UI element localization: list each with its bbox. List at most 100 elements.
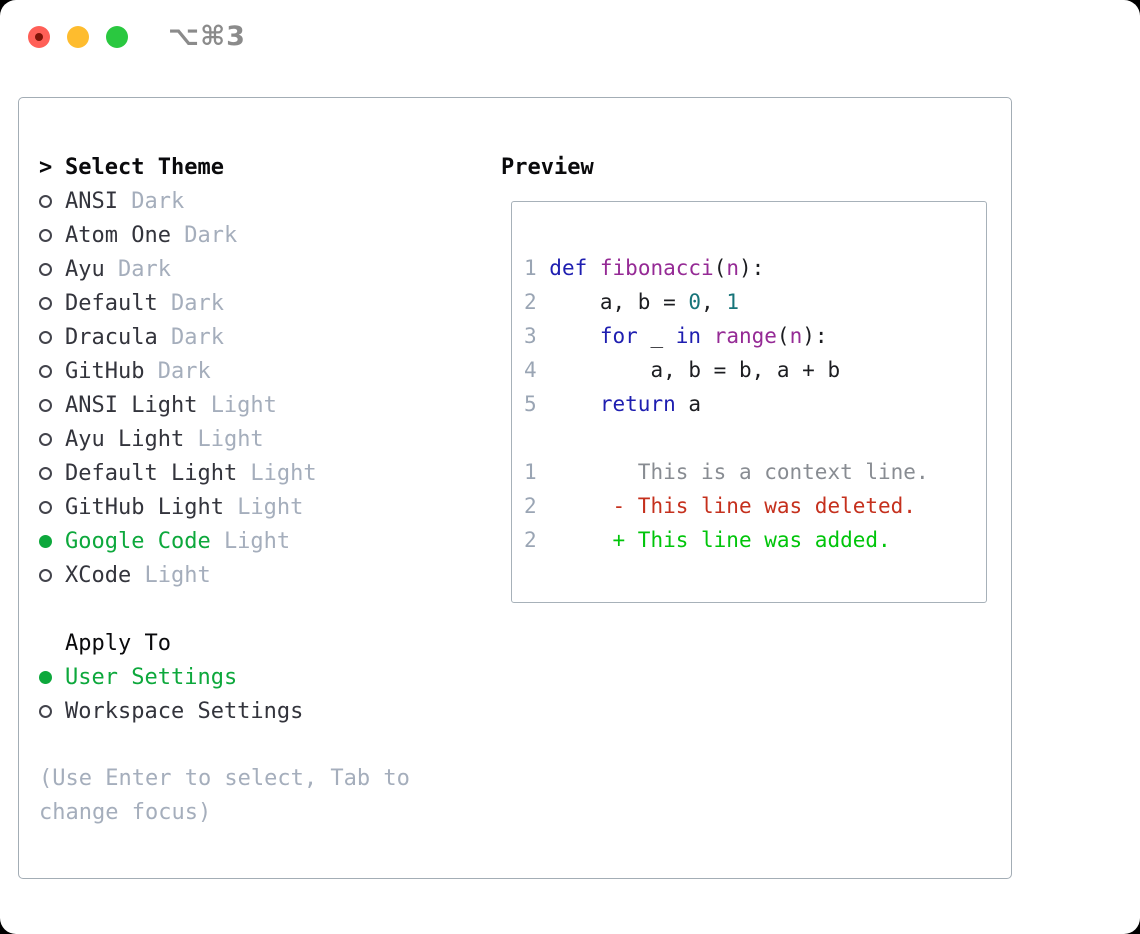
code-token: _: [637, 324, 676, 348]
code-token: def: [549, 256, 588, 280]
line-number: 2: [524, 290, 550, 314]
theme-kind-badge: Dark: [117, 256, 171, 282]
theme-kind-badge: Light: [223, 528, 291, 554]
preview-title: Preview: [501, 154, 594, 180]
theme-option-atom-one[interactable]: Atom One Dark: [39, 218, 410, 252]
theme-option-dracula[interactable]: Dracula Dark: [39, 320, 410, 354]
radio-icon: [39, 568, 52, 582]
code-token: ):: [739, 256, 765, 280]
radio-icon: [39, 296, 52, 310]
theme-option-default[interactable]: Default Dark: [39, 286, 410, 320]
theme-kind-badge: Dark: [170, 324, 224, 350]
radio-icon: [39, 262, 52, 276]
line-number: 2: [524, 528, 550, 552]
theme-name: Google Code: [65, 528, 211, 554]
theme-kind-badge: Light: [250, 460, 317, 486]
code-token: [549, 528, 612, 552]
code-token: - This line was deleted.: [612, 494, 916, 518]
theme-kind-badge: Dark: [131, 188, 185, 214]
code-line: 5 return a: [524, 387, 986, 421]
code-token: [587, 256, 600, 280]
select-theme-header: > Select Theme: [39, 150, 410, 184]
radio-icon: [39, 228, 52, 242]
theme-name: Dracula: [65, 324, 158, 350]
theme-kind-badge: Light: [197, 426, 264, 452]
diff-line: 2 + This line was added.: [524, 523, 986, 557]
apply-option-label: Workspace Settings: [65, 698, 304, 724]
diff-line: 1 This is a context line.: [524, 455, 986, 489]
theme-option-xcode[interactable]: XCode Light: [39, 558, 410, 592]
code-token: [549, 494, 612, 518]
theme-name: ANSI Light: [65, 392, 198, 418]
theme-option-github-light[interactable]: GitHub Light Light: [39, 490, 410, 524]
close-button[interactable]: [28, 26, 50, 48]
preview-pane: 1 def fibonacci(n): 2 a, b = 0, 1 3 for _ …: [511, 201, 987, 603]
theme-name: Default: [65, 290, 158, 316]
code-preview: 1 def fibonacci(n): 2 a, b = 0, 1 3 for _ …: [512, 202, 986, 557]
theme-name: XCode: [65, 562, 132, 588]
code-token: for: [599, 324, 638, 348]
radio-icon: [39, 500, 52, 514]
theme-name: Atom One: [65, 222, 171, 248]
radio-icon: [39, 398, 52, 412]
code-token: a, b =: [549, 290, 689, 314]
code-token: This is a context line.: [549, 460, 929, 484]
code-token: range: [713, 324, 777, 348]
section-title-apply-to: Apply To: [65, 630, 171, 656]
theme-kind-badge: Dark: [184, 222, 238, 248]
radio-icon: [39, 704, 52, 718]
help-text-line: (Use Enter to select, Tab to: [39, 766, 410, 791]
code-token: return: [599, 392, 676, 416]
radio-icon: [39, 330, 52, 344]
line-number: 1: [524, 256, 550, 280]
theme-name: ANSI: [65, 188, 118, 214]
theme-kind-badge: Light: [144, 562, 211, 588]
apply-option-user-settings[interactable]: User Settings: [39, 660, 410, 694]
line-number: 5: [524, 392, 550, 416]
code-token: a: [675, 392, 702, 416]
theme-kind-badge: Dark: [157, 358, 211, 384]
code-token: n: [726, 256, 739, 280]
radio-icon: [39, 432, 52, 446]
code-line: 3 for _ in range(n):: [524, 319, 986, 353]
theme-kind-badge: Light: [210, 392, 277, 418]
apply-option-label: User Settings: [65, 664, 238, 690]
code-token: ,: [701, 290, 727, 314]
radio-selected-icon: [39, 534, 52, 548]
line-number: 3: [524, 324, 550, 348]
code-token: 0: [688, 290, 702, 314]
code-token: in: [675, 324, 702, 348]
theme-kind-badge: Dark: [170, 290, 224, 316]
code-line: 1 def fibonacci(n):: [524, 251, 986, 285]
line-number: 1: [524, 460, 550, 484]
zoom-button[interactable]: [106, 26, 128, 48]
theme-kind-badge: Light: [237, 494, 304, 520]
cursor-icon: >: [39, 154, 53, 180]
theme-option-ansi-light[interactable]: ANSI Light Light: [39, 388, 410, 422]
code-token: a, b = b, a + b: [549, 358, 841, 382]
apply-to-header: Apply To: [39, 626, 410, 660]
minimize-button[interactable]: [67, 26, 89, 48]
theme-name: Ayu: [65, 256, 105, 282]
theme-option-google-code[interactable]: Google Code Light: [39, 524, 410, 558]
theme-option-ansi[interactable]: ANSI Dark: [39, 184, 410, 218]
code-token: (: [713, 256, 727, 280]
line-number: 2: [524, 494, 550, 518]
code-token: [701, 324, 714, 348]
apply-option-workspace-settings[interactable]: Workspace Settings: [39, 694, 410, 728]
theme-name: GitHub Light: [65, 494, 224, 520]
code-token: (: [776, 324, 790, 348]
window-titlebar: ⌥⌘3: [28, 23, 246, 50]
code-token: [549, 324, 600, 348]
theme-option-ayu[interactable]: Ayu Dark: [39, 252, 410, 286]
